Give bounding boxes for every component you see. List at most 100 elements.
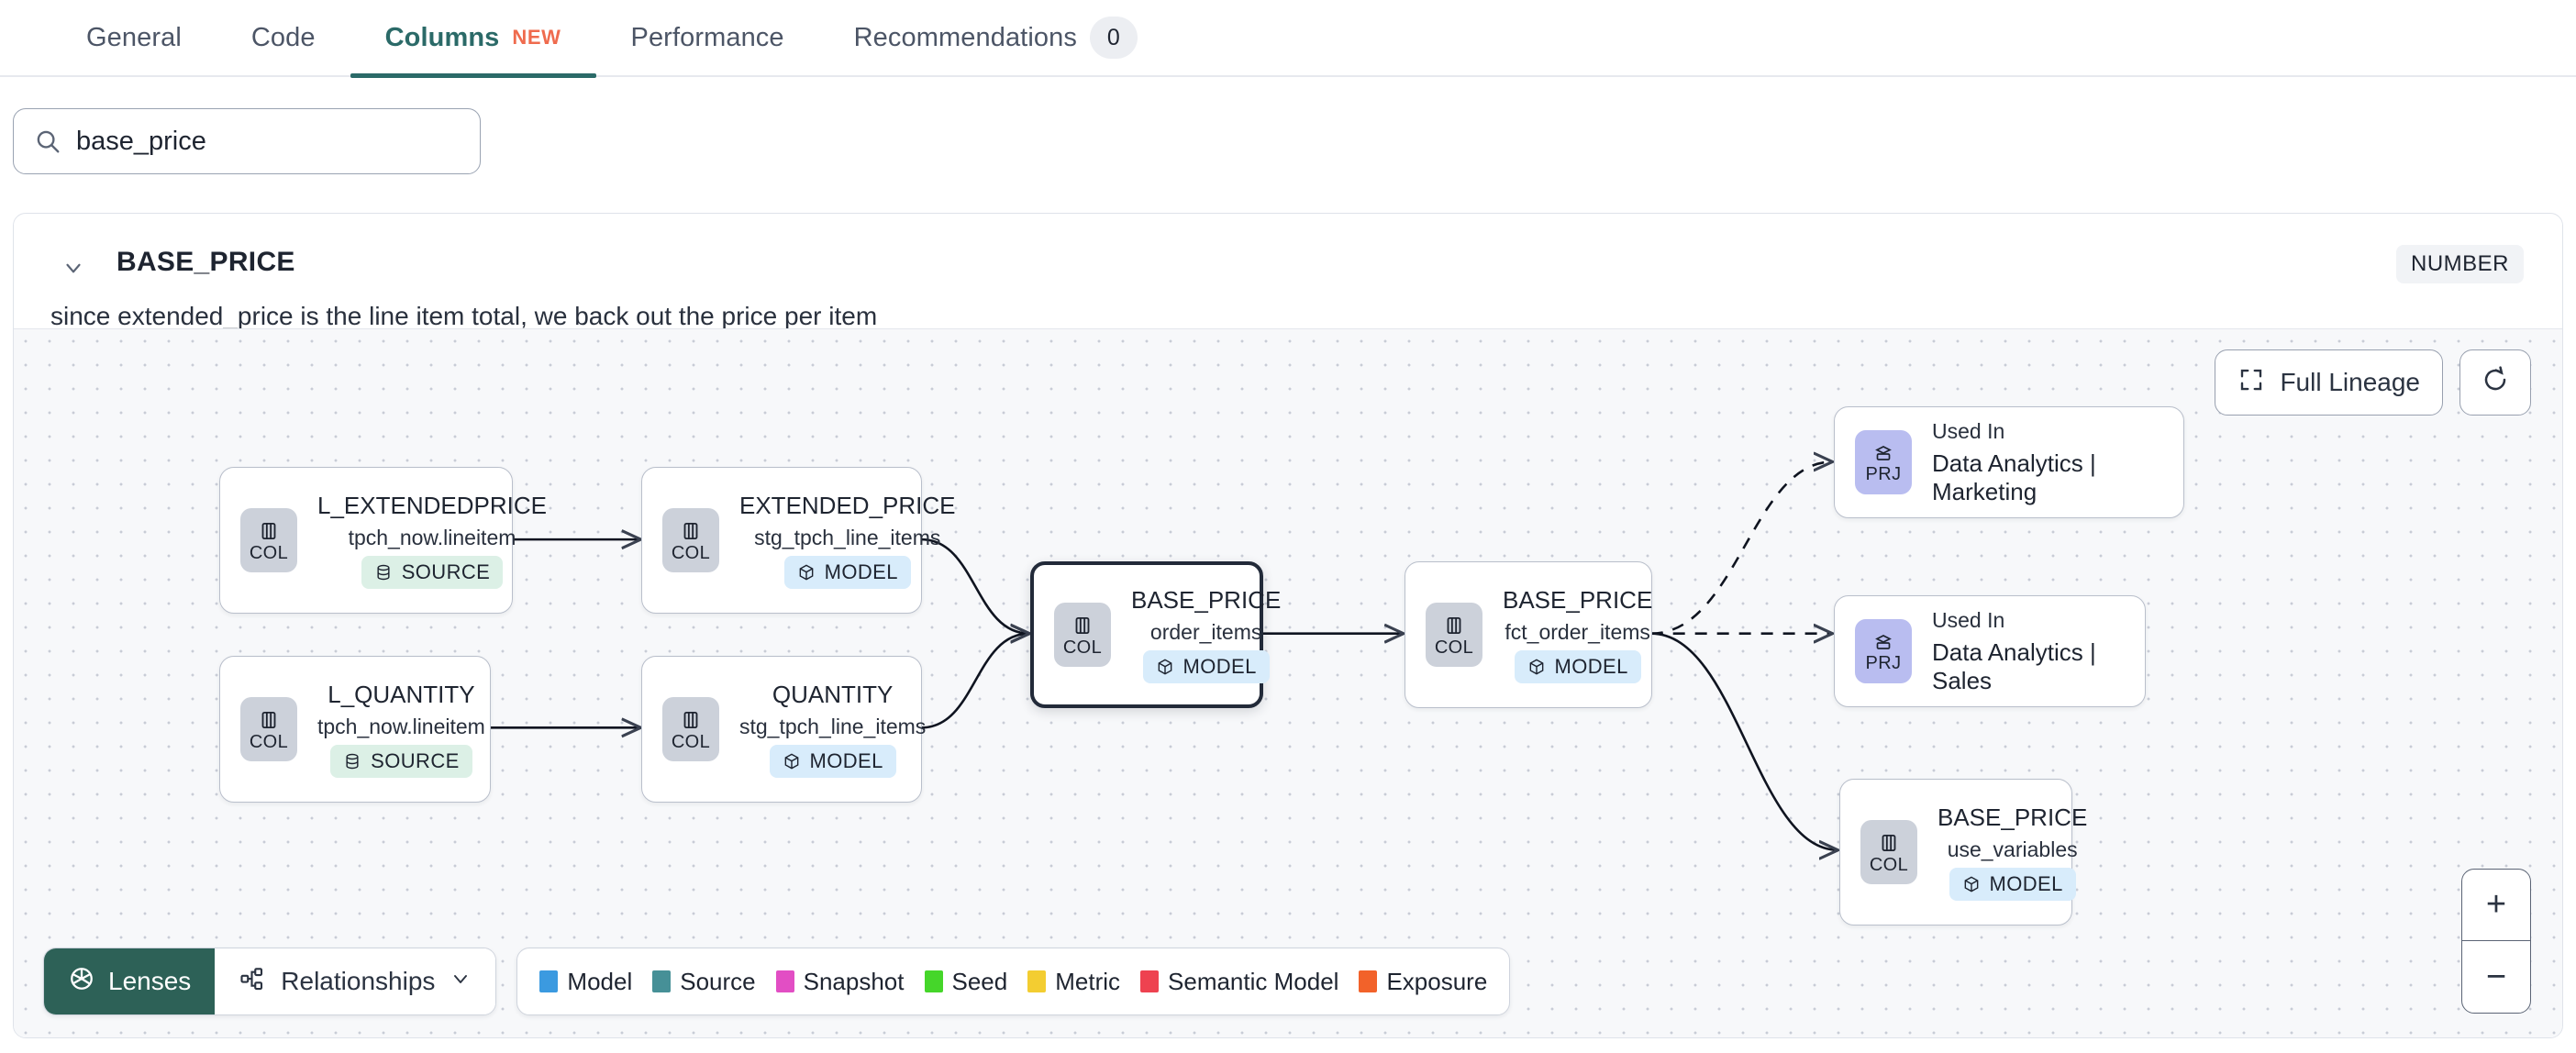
legend-label: Model xyxy=(567,967,633,995)
node-title: L_EXTENDEDPRICE xyxy=(317,492,547,519)
chevron-down-icon[interactable] xyxy=(61,256,85,280)
cube-icon xyxy=(1529,659,1543,675)
cube-icon xyxy=(784,753,798,770)
chip-label: COL xyxy=(249,542,289,563)
node-title: QUANTITY xyxy=(772,681,894,708)
node-kind-badge: MODEL xyxy=(783,556,911,589)
legend-item-model: Model xyxy=(539,968,632,996)
lineage-canvas[interactable]: COL L_EXTENDEDPRICE tpch_now.lineitem SO… xyxy=(14,328,2562,1037)
search-icon xyxy=(34,127,61,155)
node-body: L_QUANTITY tpch_now.lineitem SOURCE xyxy=(317,681,485,778)
lenses-button[interactable]: Lenses xyxy=(44,948,216,1014)
full-lineage-label: Full Lineage xyxy=(2280,368,2420,396)
legend-label: Snapshot xyxy=(803,967,905,995)
col-chip: COL xyxy=(1426,603,1482,667)
chip-label: COL xyxy=(1869,854,1909,875)
lineage-node-project-marketing[interactable]: PRJ Used In Data Analytics | Marketing xyxy=(1834,406,2184,518)
lens-relationship-group: Lenses Relationships xyxy=(43,948,497,1015)
tab-code[interactable]: Code xyxy=(217,0,350,76)
aperture-icon xyxy=(68,965,95,999)
lineage-node-l-extendedprice[interactable]: COL L_EXTENDEDPRICE tpch_now.lineitem SO… xyxy=(219,467,547,614)
node-title: BASE_PRICE xyxy=(1938,804,2088,831)
edge-fct-prj-marketing xyxy=(1650,461,1833,636)
legend-swatch xyxy=(652,970,672,992)
tab-performance[interactable]: Performance xyxy=(596,0,819,76)
refresh-button[interactable] xyxy=(2459,349,2531,416)
lineage-node-quantity[interactable]: COL QUANTITY stg_tpch_line_items MODEL xyxy=(641,656,926,803)
node-body: L_EXTENDEDPRICE tpch_now.lineitem SOURCE xyxy=(317,492,547,589)
node-kind-label: MODEL xyxy=(1554,655,1628,678)
node-body: EXTENDED_PRICE stg_tpch_line_items MODEL xyxy=(739,492,956,589)
new-badge: NEW xyxy=(512,26,561,49)
project-body: Used In Data Analytics | Sales xyxy=(1932,608,2125,695)
legend-item-seed: Seed xyxy=(924,968,1007,996)
lineage-node-base-price-fct-order-items[interactable]: COL BASE_PRICE fct_order_items MODEL xyxy=(1405,561,1652,708)
column-header: BASE_PRICE NUMBER since extended_price i… xyxy=(14,214,2562,330)
search-area xyxy=(13,108,481,174)
lineage-node-extended-price[interactable]: COL EXTENDED_PRICE stg_tpch_line_items M… xyxy=(641,467,956,614)
node-subtitle: fct_order_items xyxy=(1505,620,1650,644)
database-icon xyxy=(377,564,390,581)
legend-swatch xyxy=(1140,970,1160,992)
chip-label: PRJ xyxy=(1865,463,1902,484)
node-kind-label: SOURCE xyxy=(401,560,491,583)
page-title: BASE_PRICE xyxy=(117,247,295,277)
node-kind-badge: MODEL xyxy=(1514,650,1641,683)
used-in-label: Used In xyxy=(1932,418,2005,443)
col-chip: COL xyxy=(662,508,719,572)
cube-icon xyxy=(799,564,813,581)
recommendations-count-badge: 0 xyxy=(1089,17,1138,59)
node-subtitle: tpch_now.lineitem xyxy=(348,526,516,549)
zoom-out-button[interactable]: − xyxy=(2485,957,2507,996)
lineage-node-project-sales[interactable]: PRJ Used In Data Analytics | Sales xyxy=(1834,595,2146,707)
zoom-in-button[interactable]: + xyxy=(2462,870,2530,941)
cube-icon xyxy=(1158,659,1171,675)
refresh-icon xyxy=(2481,365,2510,401)
prj-chip: PRJ xyxy=(1855,619,1912,683)
tab-general[interactable]: General xyxy=(51,0,217,76)
legend-item-source: Source xyxy=(652,967,756,996)
node-subtitle: use_variables xyxy=(1947,837,2078,861)
project-name: Data Analytics | Marketing xyxy=(1932,449,2096,505)
cube-icon xyxy=(1964,876,1978,892)
edge-fct-usevariables xyxy=(1650,632,1838,850)
column-detail-panel: BASE_PRICE NUMBER since extended_price i… xyxy=(13,213,2563,1038)
tab-label: General xyxy=(86,22,182,52)
legend-label: Source xyxy=(680,967,756,995)
full-lineage-button[interactable]: Full Lineage xyxy=(2215,349,2443,416)
legend-item-snapshot: Snapshot xyxy=(775,967,905,996)
legend-label: Metric xyxy=(1055,967,1121,995)
tab-recommendations[interactable]: Recommendations 0 xyxy=(819,0,1172,76)
node-kind-badge: MODEL xyxy=(1142,650,1270,683)
search-input[interactable] xyxy=(76,126,460,157)
legend-swatch xyxy=(1359,970,1378,992)
lineage-node-l-quantity[interactable]: COL L_QUANTITY tpch_now.lineitem SOURCE xyxy=(219,656,491,803)
chip-label: COL xyxy=(1062,637,1103,658)
edge-quantity-baseprice xyxy=(921,634,1029,729)
node-body: QUANTITY stg_tpch_line_items MODEL xyxy=(739,681,926,778)
lineage-node-base-price-order-items[interactable]: COL BASE_PRICE order_items MODEL xyxy=(1030,561,1281,708)
project-icon xyxy=(1875,634,1892,649)
tab-label: Code xyxy=(250,22,316,52)
lineage-node-base-price-use-variables[interactable]: COL BASE_PRICE use_variables MODEL xyxy=(1839,779,2087,926)
prj-chip: PRJ xyxy=(1855,430,1912,494)
legend-swatch xyxy=(924,970,943,992)
tab-label: Performance xyxy=(630,22,784,52)
search-box[interactable] xyxy=(13,108,481,174)
node-kind-badge: MODEL xyxy=(769,745,896,778)
node-kind-label: MODEL xyxy=(1183,655,1257,678)
tab-columns[interactable]: Columns NEW xyxy=(350,0,596,78)
node-kind-badge: SOURCE xyxy=(361,556,504,589)
relationships-dropdown[interactable]: Relationships xyxy=(215,948,496,1014)
lineage-bottom-bar: Lenses Relationships xyxy=(43,948,1511,1015)
node-subtitle: tpch_now.lineitem xyxy=(317,715,485,738)
column-description: since extended_price is the line item to… xyxy=(50,302,878,330)
col-chip: COL xyxy=(240,697,297,761)
node-title: BASE_PRICE xyxy=(1131,586,1282,614)
lenses-label: Lenses xyxy=(108,967,192,995)
node-body: BASE_PRICE use_variables MODEL xyxy=(1938,804,2087,901)
node-kind-badge: SOURCE xyxy=(330,745,472,778)
legend-label: Exposure xyxy=(1386,967,1488,995)
lineage-top-controls: Full Lineage xyxy=(2215,349,2531,416)
node-subtitle: stg_tpch_line_items xyxy=(739,715,927,738)
